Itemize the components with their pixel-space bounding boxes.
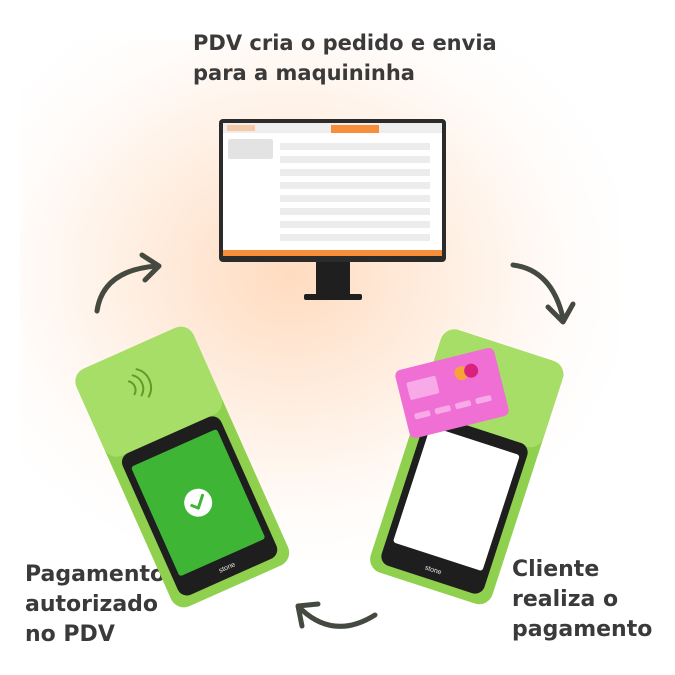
check-icon [184,488,213,517]
monitor-logo [227,125,255,131]
list-row [280,156,430,163]
arrow-icon [139,252,162,283]
arrow-icon [510,262,566,321]
arrow-icon [299,607,378,629]
terminal-brand: stone [424,565,443,577]
monitor-neck [316,262,350,296]
card-number-block [455,400,472,410]
contactless-icon [127,368,152,398]
arrow-icon [94,263,160,314]
step-cliente-line2: realiza o [512,587,619,612]
step-cliente-caption: Cliente realiza o pagamento [512,555,652,645]
list-row [280,169,430,176]
step-autorizado-line3: no PDV [25,622,115,647]
monitor-list [280,143,430,241]
pdv-monitor [219,119,446,300]
card-number-block [475,395,492,404]
step-cliente-line3: pagamento [512,617,653,642]
arrow-icon [545,301,576,325]
monitor-sidebar-block [228,139,273,159]
list-row [280,234,430,241]
arrow-icon [295,601,321,629]
card-brand-circle-right [464,363,479,378]
terminal-top [75,326,223,457]
list-row [280,182,430,189]
credit-card-icon [395,347,509,439]
step-cliente-line1: Cliente [512,557,600,582]
step-pdv-line2: para a maquininha [193,61,415,85]
terminal-approved: stone [75,326,290,608]
step-pdv-line1: PDV cria o pedido e envia [193,31,497,55]
flow-arrows [94,252,576,629]
card-number-block [434,405,451,415]
monitor-accent-tab [331,125,379,133]
list-row [280,208,430,215]
step-autorizado-caption: Pagamento autorizado no PDV [25,560,165,650]
list-row [280,221,430,228]
card-number-block [414,410,431,420]
terminal-screen [393,426,520,571]
monitor-base [304,294,362,300]
step-autorizado-line1: Pagamento [25,562,166,587]
step-pdv-caption: PDV cria o pedido e envia para a maquini… [193,28,497,88]
step-autorizado-line2: autorizado [25,592,159,617]
list-row [280,195,430,202]
card-chip [406,375,440,400]
list-row [280,143,430,150]
monitor-bottom-bar [223,250,442,256]
